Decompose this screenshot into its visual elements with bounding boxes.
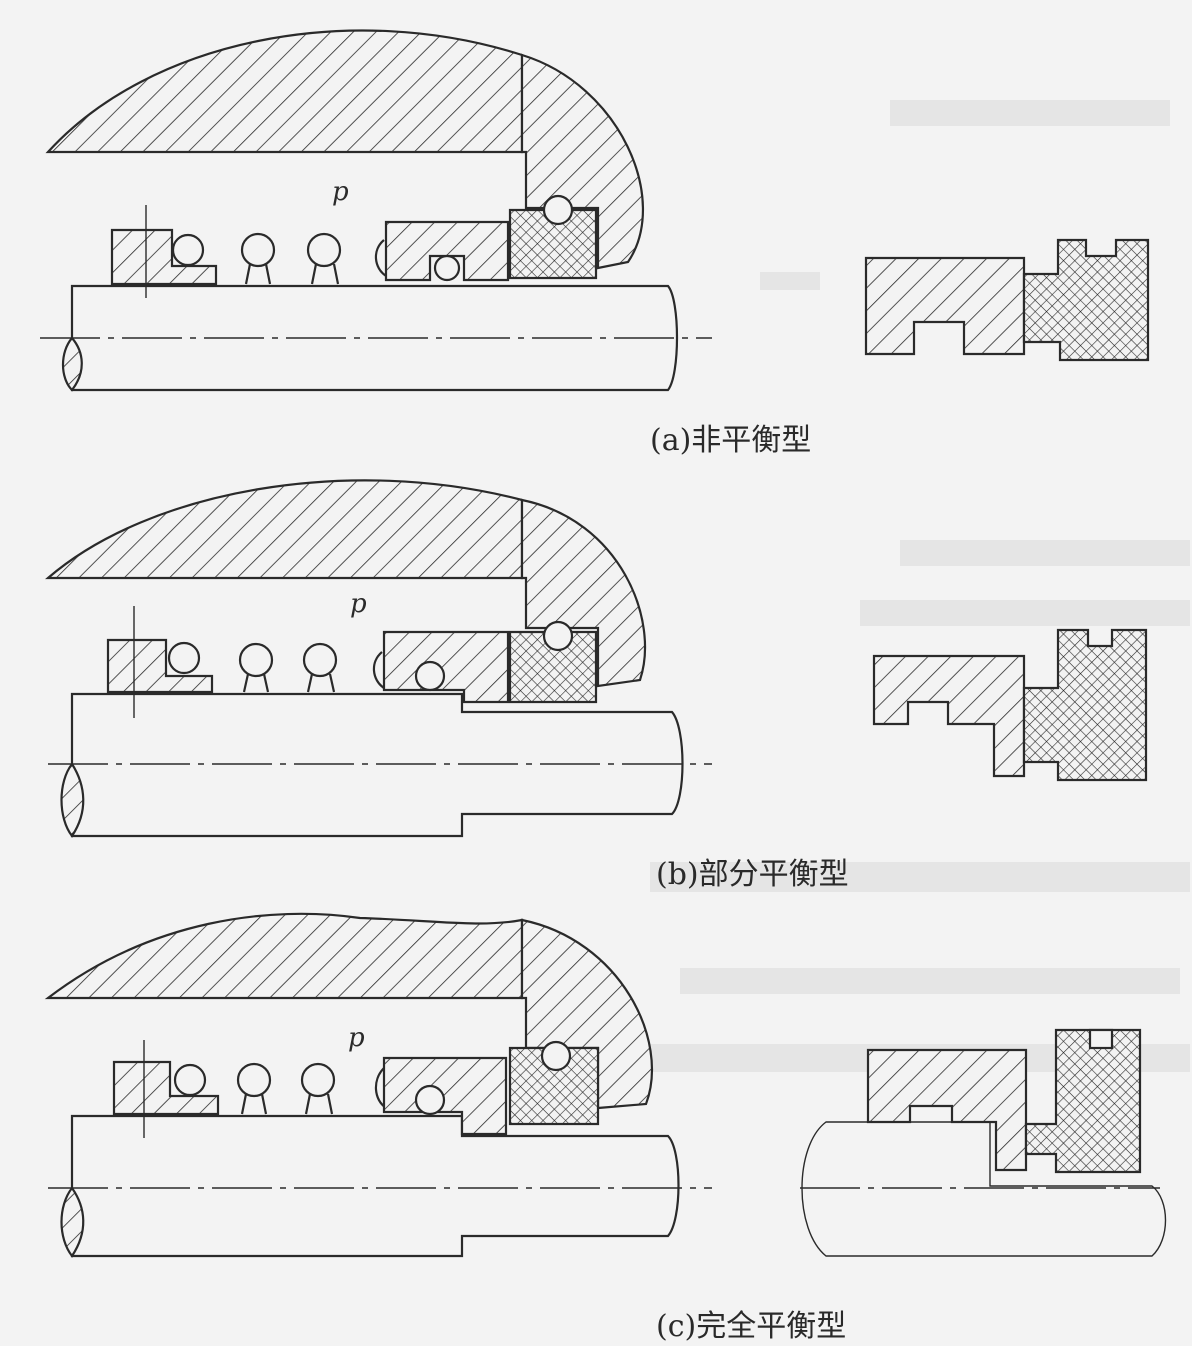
- spring-coil-a4: [374, 239, 387, 277]
- shaft-c: [70, 1114, 680, 1258]
- panel-a: p (a)非平衡型: [40, 29, 1150, 458]
- spring-coil-b4: [372, 651, 385, 689]
- spring-legs-b: [242, 673, 336, 693]
- detail-rotating-a: [864, 256, 1026, 356]
- pressure-label-c: p: [348, 1023, 365, 1053]
- spring-legs-a: [244, 263, 340, 285]
- spring-coil-b1: [167, 641, 201, 675]
- oring-stationary-c: [540, 1040, 572, 1072]
- caption-a: (a)非平衡型: [650, 423, 811, 458]
- spring-coil-b3: [302, 642, 338, 678]
- shaft-break-a: [61, 336, 83, 392]
- spring-seat-a: [110, 228, 218, 286]
- caption-c: (c)完全平衡型: [656, 1309, 846, 1342]
- rotating-ring-a: [384, 220, 510, 282]
- rotating-ring-b: [382, 630, 510, 704]
- spring-coil-c2: [236, 1062, 272, 1098]
- spring-seat-c: [112, 1060, 220, 1116]
- gland-a: [520, 53, 644, 270]
- shaft-break-c: [60, 1186, 85, 1258]
- detail-rotating-b: [872, 654, 1026, 778]
- spring-coil-b2: [238, 642, 274, 678]
- pressure-label-b: p: [350, 589, 367, 619]
- spring-coil-a1: [171, 233, 205, 267]
- rotating-ring-c: [382, 1056, 508, 1136]
- oring-stationary-a: [542, 194, 574, 226]
- housing-a: [45, 29, 524, 154]
- detail-notch-c: [1088, 1028, 1114, 1050]
- shaft-break-b: [60, 762, 85, 838]
- spring-legs-c: [240, 1093, 334, 1115]
- detail-stationary-a: [1022, 238, 1150, 362]
- spring-coil-c3: [300, 1062, 336, 1098]
- background-bleed: [620, 100, 1190, 1072]
- caption-b: (b)部分平衡型: [656, 857, 849, 892]
- panel-c: p (c)完全平衡型: [44, 912, 1167, 1344]
- detail-stationary-b: [1022, 628, 1148, 782]
- detail-rotating-c: [866, 1048, 1028, 1172]
- oring-rotating-b: [414, 660, 446, 692]
- oring-stationary-b: [542, 620, 574, 652]
- panel-b: p (b)部分平衡型: [45, 479, 1148, 892]
- housing-c: [44, 912, 524, 1000]
- detail-stationary-c: [1024, 1028, 1142, 1174]
- oring-rotating-a: [433, 254, 461, 282]
- gland-b: [520, 498, 647, 688]
- spring-coil-a2: [240, 232, 276, 268]
- pressure-label-a: p: [332, 177, 349, 207]
- housing-b: [45, 479, 524, 580]
- spring-coil-c1: [173, 1063, 207, 1097]
- shaft-b: [70, 692, 684, 838]
- oring-rotating-c: [414, 1084, 446, 1116]
- spring-coil-a3: [306, 232, 342, 268]
